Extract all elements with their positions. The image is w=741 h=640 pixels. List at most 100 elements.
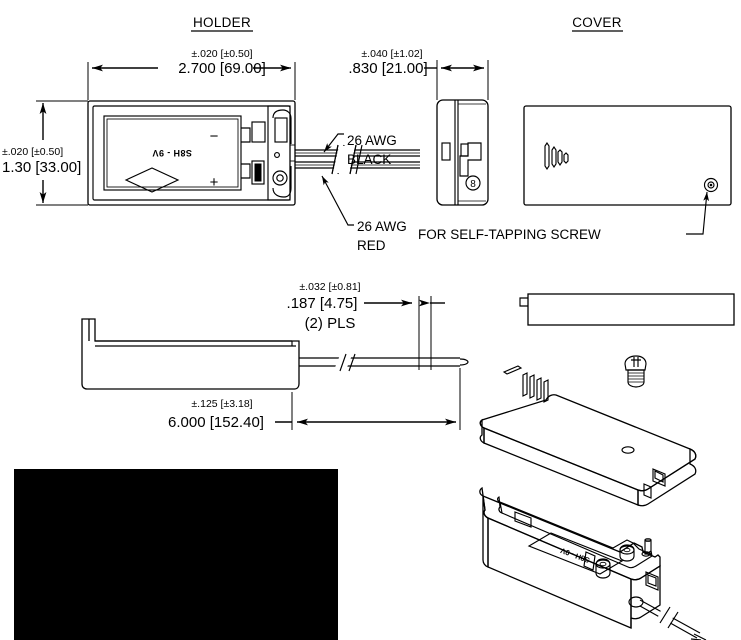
wire-red-label-line2: RED [357,238,386,253]
holder-side-view [81,318,300,390]
holder-title: HOLDER [193,15,251,30]
iso-cover-latch-2 [643,483,652,499]
iso-base-top-rim [479,486,661,581]
wire-length-dimension: ±.125 [±3.18] 6.000 [152.40] [168,368,461,431]
iso-contact-post-2 [619,544,635,562]
wire-red-label-line1: 26 AWG [357,219,407,234]
wire-strip-qualifier: (2) PLS [305,315,356,332]
wire-break-line-a [331,144,339,175]
iso-flat-bar-tab [519,297,528,307]
iso-wire-break-mask [657,606,675,626]
battery-negative-terminal-label: − [210,128,219,145]
grip-ribs-icon [544,141,569,171]
holder-height-value: 1.30 [33.00] [2,159,81,176]
wire-black-label-line1: 26 AWG [347,133,397,148]
screw-hole-outer [703,177,719,193]
battery-tab-notch-lower [241,163,251,179]
contact-terminal-upper [251,121,266,143]
holder-length-dimension: ±.020 [±0.50] 2.700 [69.00] [87,48,296,100]
self-tapping-screw-note-group: FOR SELF-TAPPING SCREW [418,191,710,242]
holder-depth-dimension: ±.040 [±1.02] .830 [21.00] [348,48,489,100]
screw-hole-inner [707,181,715,189]
wire-length-value: 6.000 [152.40] [168,414,264,431]
wire-break-line-b [349,144,357,175]
wire-length-tolerance: ±.125 [±3.18] [191,398,252,410]
holder-height-dimension: ±.020 [±0.50] 1.30 [33.00] [2,100,88,206]
battery-positive-terminal-label: + [210,174,219,191]
snap-feature-lower [272,166,292,198]
wire-strip-value: .187 [4.75] [287,295,358,312]
iso-wire-break-line-b [667,611,679,629]
holder-height-tolerance: ±.020 [±0.50] [2,146,63,158]
iso-contact-post-1-hole [599,561,607,567]
snap-feature-upper [272,109,292,144]
screw-shank [627,369,645,388]
red-wire-leader [321,175,354,226]
iso-base-right-wall [630,564,661,620]
holder-wires-group [295,144,420,175]
holder-title-group: HOLDER [191,15,253,32]
iso-base-latch-window-inner [647,574,657,587]
cover-title-group: COVER [572,15,623,32]
iso-contact-post-2-top [619,545,635,555]
holder-front-view: S8H - 9V − + [87,100,296,206]
black-wire-leader [323,133,344,153]
holder-length-value: 2.700 [69.00] [178,60,266,77]
holder-depth-tolerance: ±.040 [±1.02] [361,48,422,60]
screw-drive-slot [631,357,641,367]
grip-rib-1 [544,141,550,171]
wire-red-callout: 26 AWG RED [357,219,407,253]
side-wire-break-line-a [339,353,347,372]
holder-depth-value: .830 [21.00] [348,60,427,77]
iso-cover-latch-1 [652,468,666,487]
iso-battery-floor [527,532,624,575]
iso-base-slot-left [514,511,532,528]
cover-side-step-feature [459,142,482,177]
iso-contact-post-1 [595,558,611,579]
snap-slot-upper [274,117,288,143]
screw-boss-inner [276,174,284,182]
iso-locating-pin-top [644,538,652,542]
screw-head [624,355,647,371]
iso-cover-screw-hole [621,446,635,454]
battery-label: S8H - 9V [152,148,192,158]
wire-black-callout: 26 AWG BLACK [347,133,397,167]
wire-exit-slot [289,144,296,162]
side-wire-tip [459,358,469,366]
cover-title: COVER [572,15,622,30]
detail-balloon-circle [465,175,481,191]
iso-base-latch-window [645,571,659,591]
iso-flat-bar-view [519,293,735,326]
cover-side-slot-left [441,142,451,161]
contact-terminal-lower-inner [254,165,262,180]
side-wire-break-line-b [348,353,356,372]
grip-rib-3 [557,149,563,167]
iso-wire-exit [628,596,707,640]
cover-front-view [523,105,732,206]
grip-rib-2 [551,145,557,169]
iso-grip-rib-3 [536,377,542,401]
wire-break-mask [333,146,355,173]
iso-grip-rib-2 [529,374,535,399]
grip-rib-4 [563,152,569,164]
screw-boss-outer [272,170,288,186]
iso-wire-tip [690,633,707,640]
wire-strip-tolerance: ±.032 [±0.81] [299,281,360,293]
cover-side-body [436,99,489,206]
iso-base-left-wall [482,495,489,568]
iso-holder-base: S8H - 9V [479,486,707,640]
cover-side-slot-inner [460,143,469,157]
self-tapping-screw-note: FOR SELF-TAPPING SCREW [418,227,601,242]
holder-length-tolerance: ±.020 [±0.50] [191,48,252,60]
locating-pin-hole [274,152,280,158]
contact-terminal-lower-fill [254,163,262,182]
battery-diamond-icon [124,167,180,193]
iso-cover-tab [502,365,523,375]
wire-black [295,149,420,157]
wire-black-label-line2: BLACK [347,152,391,167]
detail-balloon-number: 8 [470,179,476,190]
side-wire-body [299,357,460,367]
wire-strip-dimension: ±.032 [±0.81] .187 [4.75] (2) PLS [287,281,445,370]
iso-contact-post-1-top [595,559,611,569]
